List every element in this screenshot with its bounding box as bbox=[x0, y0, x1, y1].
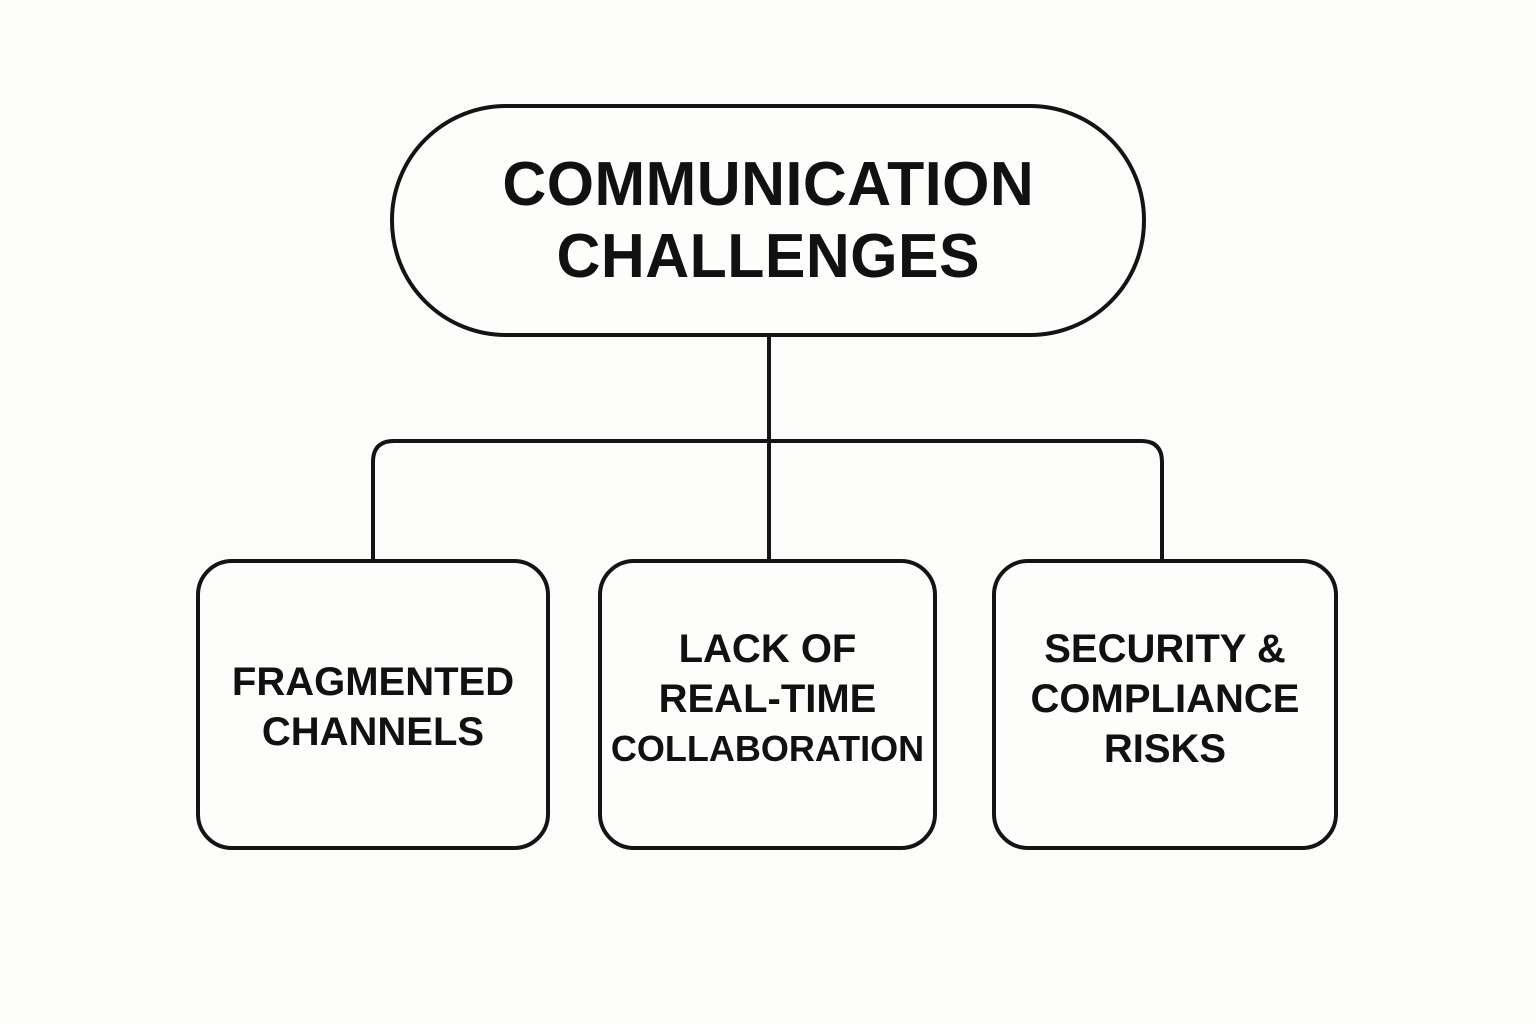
child-node-label: FRAGMENTED CHANNELS bbox=[232, 657, 514, 757]
child-node-fragmented-channels: FRAGMENTED CHANNELS bbox=[196, 559, 550, 850]
child-node-lack-of-real-time-collaboration: LACK OF REAL-TIME COLLABORATION bbox=[598, 559, 937, 850]
connector-branch-bar bbox=[371, 439, 1164, 559]
child-node-label: SECURITY & COMPLIANCE RISKS bbox=[1031, 624, 1300, 774]
root-node-label: COMMUNICATION CHALLENGES bbox=[502, 149, 1034, 293]
child-label-line: COLLABORATION bbox=[610, 727, 925, 769]
child-node-label: LACK OF REAL-TIME COLLABORATION bbox=[611, 624, 924, 774]
child-label-line: FRAGMENTED bbox=[231, 659, 515, 704]
child-label-line: REAL-TIME bbox=[658, 676, 877, 721]
child-label-line: CHANNELS bbox=[261, 709, 485, 754]
child-label-line: SECURITY & bbox=[1044, 626, 1286, 671]
root-node-communication-challenges: COMMUNICATION CHALLENGES bbox=[390, 104, 1146, 337]
child-label-line: COMPLIANCE bbox=[1030, 676, 1300, 721]
root-label-line: COMMUNICATION bbox=[502, 149, 1034, 219]
child-label-line: RISKS bbox=[1103, 726, 1227, 771]
child-label-line: LACK OF bbox=[678, 626, 857, 671]
child-node-security-compliance-risks: SECURITY & COMPLIANCE RISKS bbox=[992, 559, 1338, 850]
root-label-line: CHALLENGES bbox=[556, 221, 980, 291]
